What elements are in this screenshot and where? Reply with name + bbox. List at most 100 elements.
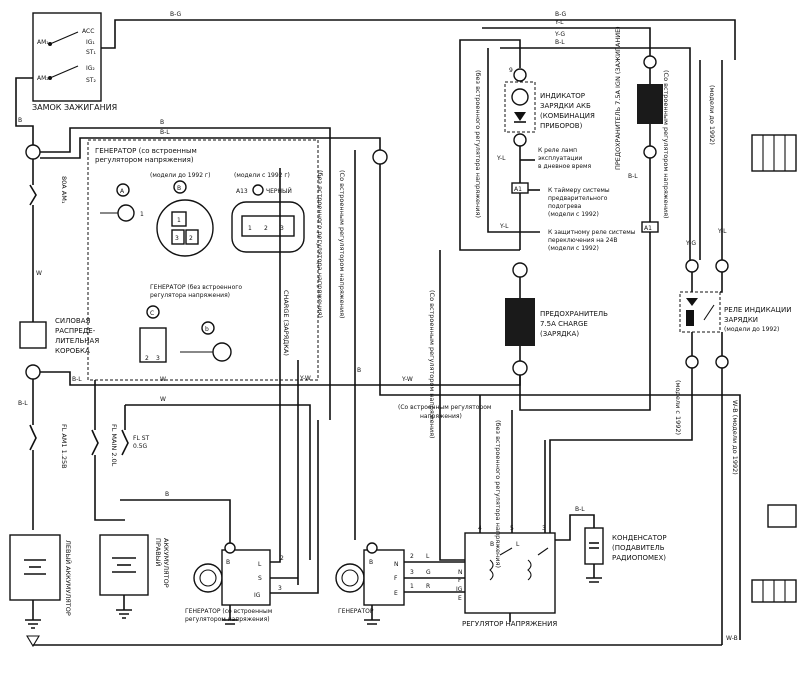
distribution-line4: КОРОБКА	[55, 347, 90, 355]
relay-frame	[679, 291, 721, 333]
relay-label-3: (модели до 1992)	[724, 326, 779, 333]
wire-label-bl-upper: B-L	[160, 129, 170, 136]
ignition-switch-box	[32, 12, 102, 102]
connector-c-pin2: 2	[145, 355, 149, 362]
ignition-am1-label: AM₁	[37, 39, 49, 46]
wire-b-l-right	[500, 47, 691, 260]
generator-before-1992: (модели до 1992 г)	[150, 172, 210, 179]
indicator-connector-bottom	[513, 133, 527, 147]
fuse-charge-label-1: ПРЕДОХРАНИТЕЛЬ	[540, 310, 608, 318]
rotated-note-10: (без встроенного регулятора напряжения)	[474, 70, 482, 218]
generator1-pin-b: B	[226, 559, 230, 566]
wire-gen1-pin2: 2	[280, 555, 284, 562]
connector-a13-face	[241, 215, 295, 237]
regulator-pin-n: N	[458, 569, 463, 576]
regulator-pin3: 3	[542, 525, 546, 532]
wire-label-bl-mid: B-L	[72, 376, 82, 383]
capacitor-label-1: КОНДЕНСАТОР	[612, 534, 667, 542]
generator1-pulley-inner	[199, 569, 217, 587]
fuse-fl-am1-label: FL AM1 1.25B	[60, 424, 68, 469]
wire-label-b-right-batt: B	[165, 491, 169, 498]
ground-left	[25, 619, 41, 629]
ignition-ig1-label: IG₁	[86, 39, 95, 46]
generator-marker-c	[146, 305, 160, 319]
wire-label-yw-mid: Y-W	[401, 376, 413, 383]
fuse-charge-label-2: 7.5A CHARGE	[540, 320, 588, 328]
distribution-line1: СИЛОВАЯ	[55, 317, 90, 325]
note2-line3: подогрева	[548, 203, 582, 210]
generator-marker-b	[173, 180, 187, 194]
relay-label-2: ЗАРЯДКИ	[724, 316, 758, 324]
wire-gen2-pin2: 2	[410, 553, 414, 560]
rotated-note-9: (Со встроенным регулятором напряжения)	[428, 290, 436, 439]
ignition-pivot-2	[48, 76, 52, 80]
wire-b-top-trunk	[40, 127, 331, 420]
rotated-note-1: (без встроенного регулятора напряжения)	[316, 170, 324, 318]
note3-line2: переключения на 24В	[548, 237, 617, 244]
generator-integrated: B L S IG ГЕНЕРАТОР (со встроенным регуля…	[185, 542, 272, 625]
generator2-pulley-inner	[341, 569, 359, 587]
wire-label-bg-top: B-G	[170, 11, 182, 18]
distribution-line3: ЛИТЕЛЬНАЯ	[55, 337, 99, 345]
generator1-pulley	[193, 563, 223, 593]
capacitor-ground	[586, 564, 602, 583]
wire-relay-out	[691, 332, 723, 356]
rotated-note-5: (Со встроенным регулятором напряжения)	[662, 70, 670, 219]
connector-b-pin2-box	[185, 229, 199, 245]
connector-bl-upper	[372, 149, 388, 165]
regulator-pin-f: F	[458, 577, 462, 584]
generator2-ground	[364, 605, 380, 625]
wire-y-l-top	[482, 27, 651, 56]
regulator-switch-2	[537, 547, 549, 556]
capacitor-body	[584, 527, 604, 565]
capacitor-label-3: РАДИОПОМЕХ)	[612, 554, 666, 562]
relay-coil	[686, 310, 694, 326]
generator-title-1: ГЕНЕРАТОР (со встроенным	[95, 147, 197, 155]
ignition-contact-1	[49, 31, 79, 45]
charge-indicator: 9 ИНДИКАТОР ЗАРЯДКИ АКБ (КОМБИНАЦИЯ ПРИБ…	[504, 67, 595, 147]
rotated-note-3: (без встроенного регулятора напряжения)	[494, 420, 502, 568]
ring-terminal-a-pin: 1	[140, 211, 144, 218]
connector-a1-left	[511, 182, 529, 194]
generator2-pulley	[335, 563, 365, 593]
wire-ign-down	[519, 232, 651, 411]
regulator-pin-b: B	[490, 541, 494, 548]
fuse-fl-main-label: FL MAIN 2.0L	[110, 424, 118, 467]
wire-gen1-l	[270, 530, 281, 563]
wire-gen1-pin3: 3	[278, 585, 282, 592]
capacitor: КОНДЕНСАТОР (ПОДАВИТЕЛЬ РАДИОПОМЕХ)	[584, 527, 667, 583]
regulator-coil-1	[489, 559, 494, 581]
connector-b-pin3-box	[171, 229, 185, 245]
regulator-switch-1	[499, 547, 513, 556]
note2-line2: предварительного	[548, 195, 608, 202]
rotated-note-7: (модели до 1992)	[708, 85, 716, 145]
wire-label-yg-relay: Y-G	[685, 240, 696, 247]
relay-contact	[703, 304, 715, 321]
generator1-label-1: ГЕНЕРАТОР (со встроенным	[185, 608, 272, 615]
fuse-80a-symbol	[29, 184, 37, 206]
wire-left-loop	[459, 60, 520, 251]
generator-label-c: C	[150, 310, 154, 317]
note2-line4: (модели с 1992)	[548, 211, 599, 218]
note-with-regulator-l1: (Со встроенным регулятором	[398, 404, 491, 411]
ignition-switch: AM₁ AM₂ ACC IG₁ ST₁ IG₂ ST₂ ЗАМОК ЗАЖИГА…	[32, 12, 117, 112]
fuse-fl-st-label-2: 0.5G	[133, 443, 148, 450]
fuse-80a-label: 80A AM₁	[60, 176, 68, 204]
generator2-marker-d	[366, 542, 378, 554]
connector-charge-fuse-bottom	[512, 360, 528, 376]
ground-triangle	[26, 635, 40, 648]
wire-label-bl-left: B-L	[18, 400, 28, 407]
connector-a13-pin2: 2	[264, 225, 268, 232]
note1-line3: в дневное время	[538, 163, 591, 170]
wire-bl-long	[379, 164, 741, 640]
connector-relay-2	[715, 259, 729, 273]
rotated-note-8: CHARGE (ЗАРЯДКА)	[282, 290, 290, 356]
wire-y-g-top	[459, 39, 521, 68]
note1-line2: эксплуатации	[538, 155, 582, 162]
connector-a1-left-label: A1	[514, 186, 522, 193]
indicator-frame	[504, 81, 536, 133]
indicator-label-1: ИНДИКАТОР	[540, 92, 585, 100]
wire-left-loop-2	[487, 48, 520, 233]
battery-right-label-2: АККУМУЛЯТОР	[162, 538, 170, 588]
